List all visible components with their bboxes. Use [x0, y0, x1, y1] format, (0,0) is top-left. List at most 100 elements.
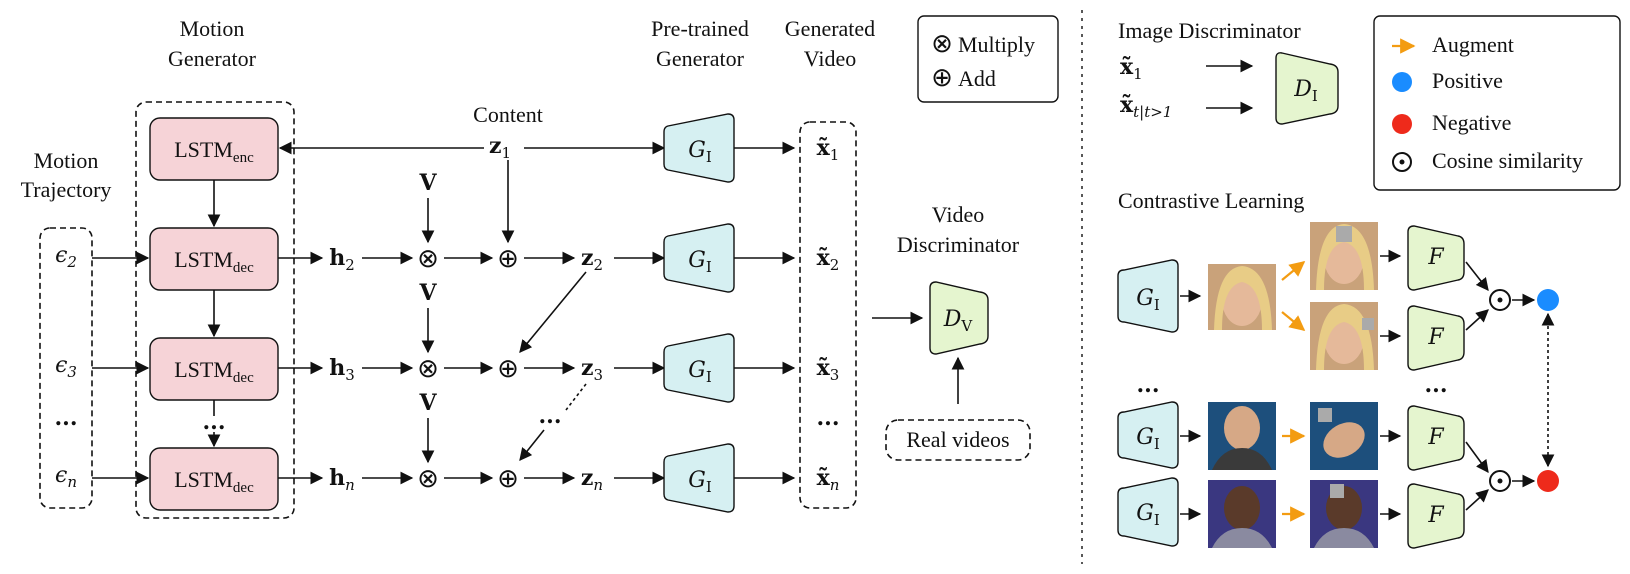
- image-discriminator-label: Image Discriminator: [1118, 18, 1301, 43]
- face-aug-1b: [1310, 302, 1378, 370]
- video-discriminator-label-1: Video: [932, 202, 984, 227]
- video-discriminator-label-2: Discriminator: [897, 232, 1020, 257]
- hn-label: hn: [329, 465, 355, 494]
- contrastive-learning-label: Contrastive Learning: [1118, 188, 1304, 213]
- contrastive-generator-3: GI: [1117, 477, 1179, 547]
- motion-generator-label-1: Motion: [180, 16, 245, 41]
- multiply-3: ⊗: [417, 354, 439, 384]
- eps-n: ϵn: [55, 463, 77, 491]
- feature-net-1b: F: [1407, 305, 1465, 371]
- contrastive-generator-2: GI: [1117, 401, 1179, 469]
- feature-net-1a: F: [1407, 225, 1465, 291]
- motion-generator-box: [135, 101, 295, 519]
- face-aug-3: [1310, 480, 1378, 548]
- real-videos-box: [885, 419, 1031, 461]
- z2-label: z2: [581, 245, 603, 274]
- pretrained-generator-label-2: Generator: [656, 46, 745, 71]
- augment-arrow-1b: [1281, 311, 1306, 331]
- video-discriminator: DV: [929, 281, 989, 355]
- svg-text:GI: GI: [688, 138, 712, 166]
- add-2: ⊕: [497, 244, 519, 274]
- svg-text:LSTMdec: LSTMdec: [174, 467, 254, 496]
- generator-2: GI: [663, 223, 735, 293]
- face-image-3: [1208, 480, 1276, 548]
- generator-n: GI: [663, 443, 735, 513]
- x3-label: x̃3: [817, 355, 840, 384]
- arrow-f1b-cos: [1465, 309, 1489, 331]
- legend-positive-label: Positive: [1432, 68, 1503, 93]
- arrow-f1a-cos: [1465, 261, 1489, 292]
- eps-3: ϵ3: [55, 353, 77, 381]
- legend-negative-dot: [1392, 114, 1412, 134]
- add-n: ⊕: [497, 464, 519, 494]
- legend-multiply-label: Multiply: [958, 32, 1035, 57]
- svg-text:LSTMdec: LSTMdec: [174, 247, 254, 276]
- v-label-3: V: [418, 280, 437, 306]
- legend-negative-label: Negative: [1432, 110, 1511, 135]
- positive-dot: [1537, 289, 1559, 311]
- feature-net-3: F: [1407, 483, 1465, 549]
- real-videos-label: Real videos: [906, 427, 1009, 452]
- generated-video-label-2: Video: [804, 46, 856, 71]
- eps-2: ϵ2: [55, 243, 77, 271]
- motion-trajectory-label-1: Motion: [34, 148, 99, 173]
- motion-generator-label-2: Generator: [168, 46, 257, 71]
- x2-label: x̃2: [817, 245, 840, 274]
- svg-text:LSTMenc: LSTMenc: [174, 137, 254, 166]
- negative-dot: [1537, 470, 1559, 492]
- lstm-dec-n: LSTMdec: [149, 447, 279, 511]
- arrow-z2-add3: [519, 271, 587, 353]
- image-disc-input-2: x̃t|t>1: [1120, 92, 1172, 121]
- legend-add-label: Add: [958, 66, 996, 91]
- z3-label: z3: [581, 355, 603, 384]
- legend-add-symbol: ⊕: [931, 63, 953, 93]
- arrow-ellipsis-addn: [519, 429, 545, 461]
- svg-text:DI: DI: [1293, 77, 1318, 105]
- image-discriminator: DI: [1275, 52, 1339, 125]
- legend-right-box: [1373, 15, 1621, 191]
- noise-group-box: [39, 227, 93, 509]
- svg-text:GI: GI: [688, 248, 712, 276]
- xn-label: x̃n: [817, 465, 840, 494]
- augment-arrow-1a: [1281, 261, 1306, 281]
- generator-3: GI: [663, 333, 735, 403]
- legend-cosine-label: Cosine similarity: [1432, 148, 1583, 173]
- x-ellipsis: ...: [817, 405, 840, 431]
- content-label: Content: [473, 102, 543, 127]
- lstm-dec-3: LSTMdec: [149, 337, 279, 401]
- x1-label: x̃1: [817, 135, 840, 164]
- contrastive-generator-1: GI: [1117, 259, 1179, 333]
- z-ellipsis: ...: [539, 403, 562, 429]
- feature-net-2: F: [1407, 405, 1465, 471]
- lstm-enc: LSTMenc: [149, 117, 279, 181]
- svg-text:GI: GI: [1136, 501, 1160, 529]
- v-label-n: V: [418, 390, 437, 416]
- arrow-f2-cos: [1465, 441, 1489, 474]
- multiply-2: ⊗: [417, 244, 439, 274]
- generated-video-label-1: Generated: [785, 16, 875, 41]
- svg-text:F: F: [1427, 325, 1444, 350]
- svg-text:GI: GI: [1136, 425, 1160, 453]
- svg-text:GI: GI: [688, 358, 712, 386]
- lstm-ellipsis: ...: [203, 409, 226, 435]
- arrow-f3-cos: [1465, 489, 1489, 511]
- h3-label: h3: [329, 355, 355, 384]
- face-aug-2: [1310, 402, 1378, 470]
- face-aug-1a: [1310, 222, 1378, 290]
- image-disc-input-1: x̃1: [1120, 54, 1143, 83]
- contrastive-ellipsis-left: ...: [1137, 372, 1160, 398]
- motion-trajectory-label-2: Trajectory: [21, 177, 112, 202]
- cosine-op-1: [1489, 289, 1511, 311]
- legend-multiply-symbol: ⊗: [931, 29, 953, 59]
- pretrained-generator-label-1: Pre-trained: [651, 16, 749, 41]
- face-image-1: [1208, 264, 1276, 330]
- generator-1: GI: [663, 113, 735, 183]
- face-image-2: [1208, 402, 1276, 470]
- svg-text:DV: DV: [943, 307, 974, 335]
- legend-cosine-icon: [1392, 152, 1412, 172]
- generated-video-box: [799, 121, 857, 509]
- multiply-n: ⊗: [417, 464, 439, 494]
- line-z3-ellipsis: [565, 383, 587, 411]
- z1-label: z1: [489, 133, 511, 162]
- svg-text:F: F: [1427, 425, 1444, 450]
